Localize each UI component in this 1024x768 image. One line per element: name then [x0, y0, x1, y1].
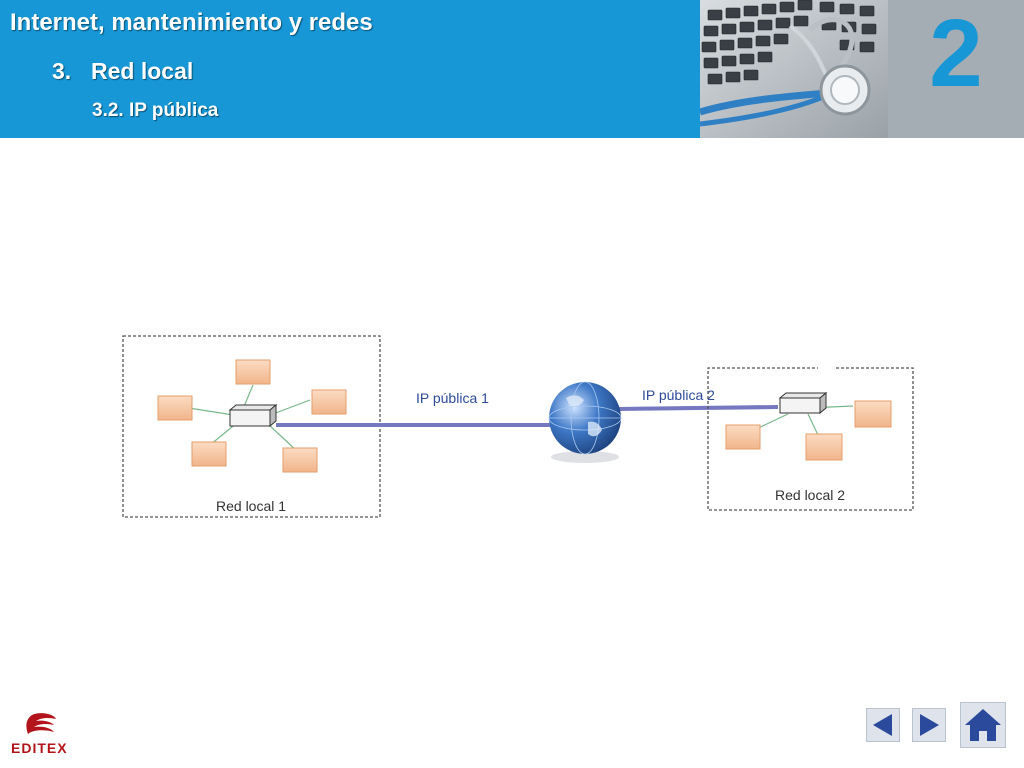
lan1-computer — [191, 441, 227, 467]
chapter-box: 2 — [888, 0, 1024, 138]
lan2-computer — [854, 400, 892, 428]
internet-globe-icon — [548, 381, 622, 463]
keyboard-stethoscope-image — [700, 0, 888, 138]
lan2-computer — [805, 433, 843, 461]
ip1-label: IP pública 1 — [416, 390, 489, 406]
lan1-computer — [282, 447, 318, 473]
lan2-router — [778, 391, 828, 415]
link-internet-lan2 — [617, 405, 779, 411]
lan2-computer — [725, 424, 761, 450]
triangle-left-icon — [873, 714, 892, 736]
course-title: Internet, mantenimiento y redes — [10, 9, 373, 36]
header-banner: Internet, mantenimiento y redes 3. Red l… — [0, 0, 700, 138]
lan2-label: Red local 2 — [775, 487, 845, 503]
lan1-label: Red local 1 — [216, 498, 286, 514]
section-title: Red local — [91, 58, 194, 84]
chapter-number: 2 — [929, 0, 983, 107]
triangle-right-icon — [920, 714, 939, 736]
ip2-label: IP pública 2 — [642, 387, 715, 403]
editex-logo — [26, 713, 56, 734]
house-icon — [965, 709, 1001, 741]
lan1-computer — [311, 389, 347, 415]
lan1-router — [228, 403, 278, 428]
lan1-computer — [235, 359, 271, 385]
lan2-boundary — [707, 367, 914, 511]
subsection-title: 3.2. IP pública — [92, 100, 219, 121]
next-button[interactable] — [912, 708, 946, 742]
lan1-computer — [157, 395, 193, 421]
logo-text: EDITEX — [11, 740, 68, 756]
home-button[interactable] — [960, 702, 1006, 748]
network-diagram: Red local 1 IP pública 1 IP pública 2 Re… — [122, 335, 914, 518]
section-number: 3. — [52, 58, 72, 84]
previous-button[interactable] — [866, 708, 900, 742]
